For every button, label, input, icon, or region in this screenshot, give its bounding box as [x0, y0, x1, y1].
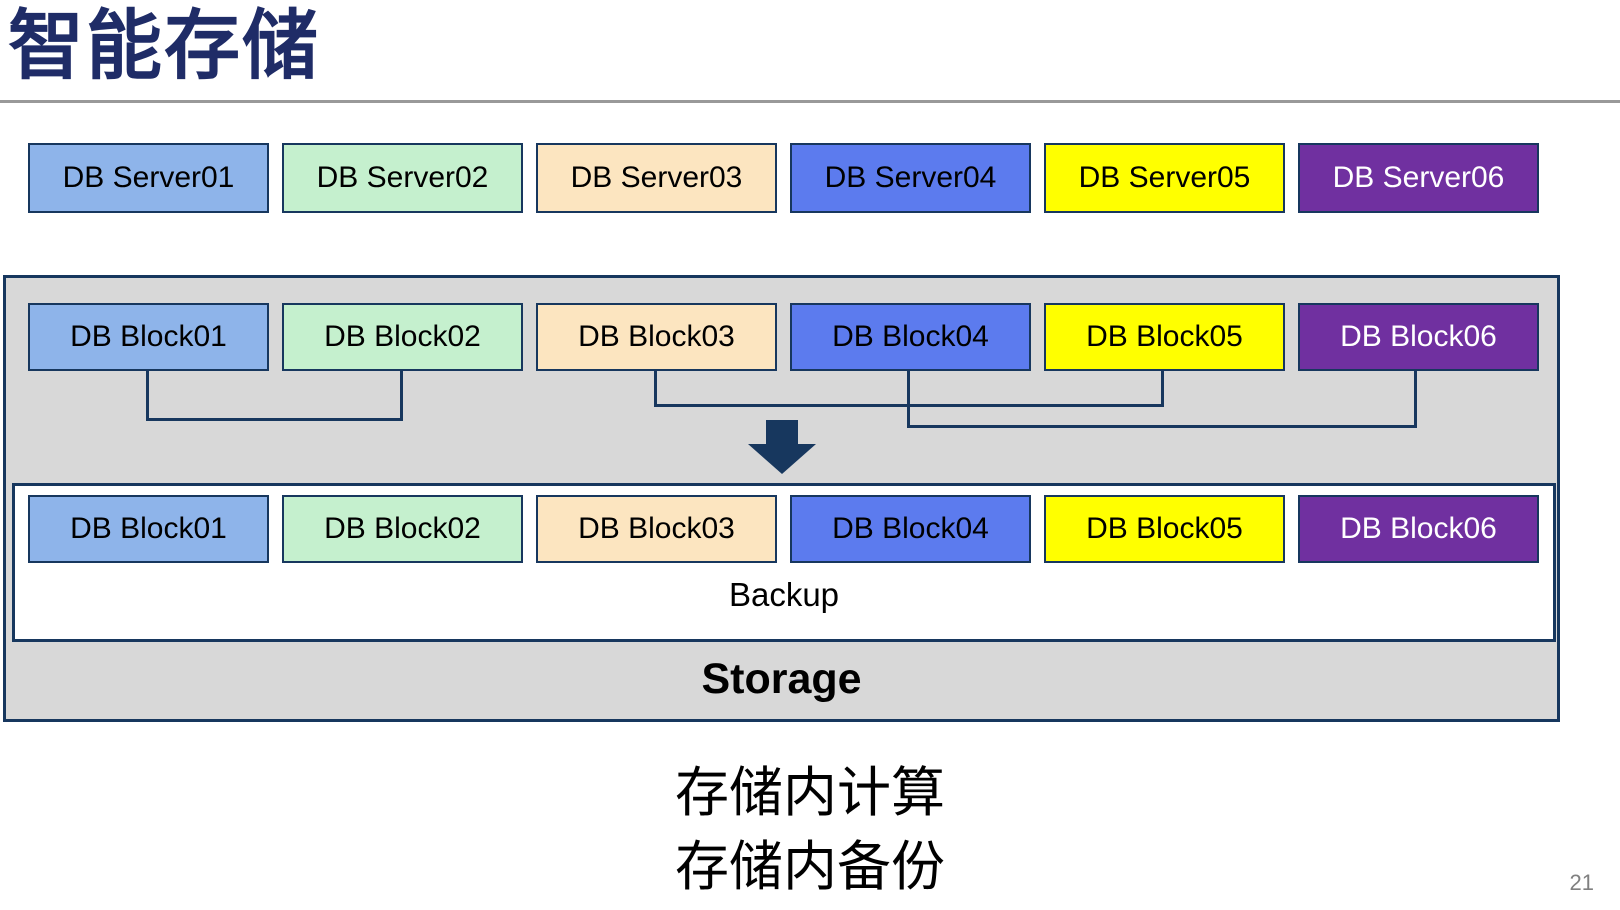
db-block-backup-box-1: DB Block01: [28, 495, 269, 563]
db-server-box-6: DB Server06: [1298, 143, 1539, 213]
down-arrow-icon: [748, 444, 816, 474]
db-block-backup-box-2: DB Block02: [282, 495, 523, 563]
db-block-backup-box-5: DB Block05: [1044, 495, 1285, 563]
db-server-box-3: DB Server03: [536, 143, 777, 213]
page-number: 21: [1569, 870, 1594, 895]
db-block-backup-row: DB Block01 DB Block02 DB Block03 DB Bloc…: [28, 495, 1539, 563]
connector-line: [907, 425, 1417, 428]
connector-line: [654, 371, 657, 407]
caption-line-2: 存储内备份: [675, 837, 945, 897]
storage-label: Storage: [701, 655, 862, 703]
backup-label: Backup: [728, 576, 840, 613]
db-block-backup-box-6: DB Block06: [1298, 495, 1539, 563]
db-server-box-4: DB Server04: [790, 143, 1031, 213]
db-block-source-box-3: DB Block03: [536, 303, 777, 371]
db-block-source-box-1: DB Block01: [28, 303, 269, 371]
db-block-source-box-6: DB Block06: [1298, 303, 1539, 371]
db-block-source-row: DB Block01 DB Block02 DB Block03 DB Bloc…: [28, 303, 1539, 371]
down-arrow-icon: [766, 420, 798, 446]
connector-line: [907, 371, 910, 428]
connector-line: [400, 371, 403, 421]
db-block-source-box-2: DB Block02: [282, 303, 523, 371]
title-divider: [0, 100, 1620, 103]
db-server-box-5: DB Server05: [1044, 143, 1285, 213]
connector-line: [1161, 371, 1164, 407]
db-block-source-box-4: DB Block04: [790, 303, 1031, 371]
db-server-row: DB Server01 DB Server02 DB Server03 DB S…: [28, 143, 1539, 213]
connector-line: [1414, 371, 1417, 428]
caption-line-1: 存储内计算: [675, 763, 945, 823]
caption-text: 存储内计算 存储内备份: [0, 756, 1620, 904]
db-block-source-box-5: DB Block05: [1044, 303, 1285, 371]
connector-line: [146, 418, 403, 421]
db-server-box-1: DB Server01: [28, 143, 269, 213]
page-title: 智能存储: [8, 4, 320, 89]
db-block-backup-box-4: DB Block04: [790, 495, 1031, 563]
db-block-backup-box-3: DB Block03: [536, 495, 777, 563]
connector-line: [146, 371, 149, 421]
db-server-box-2: DB Server02: [282, 143, 523, 213]
